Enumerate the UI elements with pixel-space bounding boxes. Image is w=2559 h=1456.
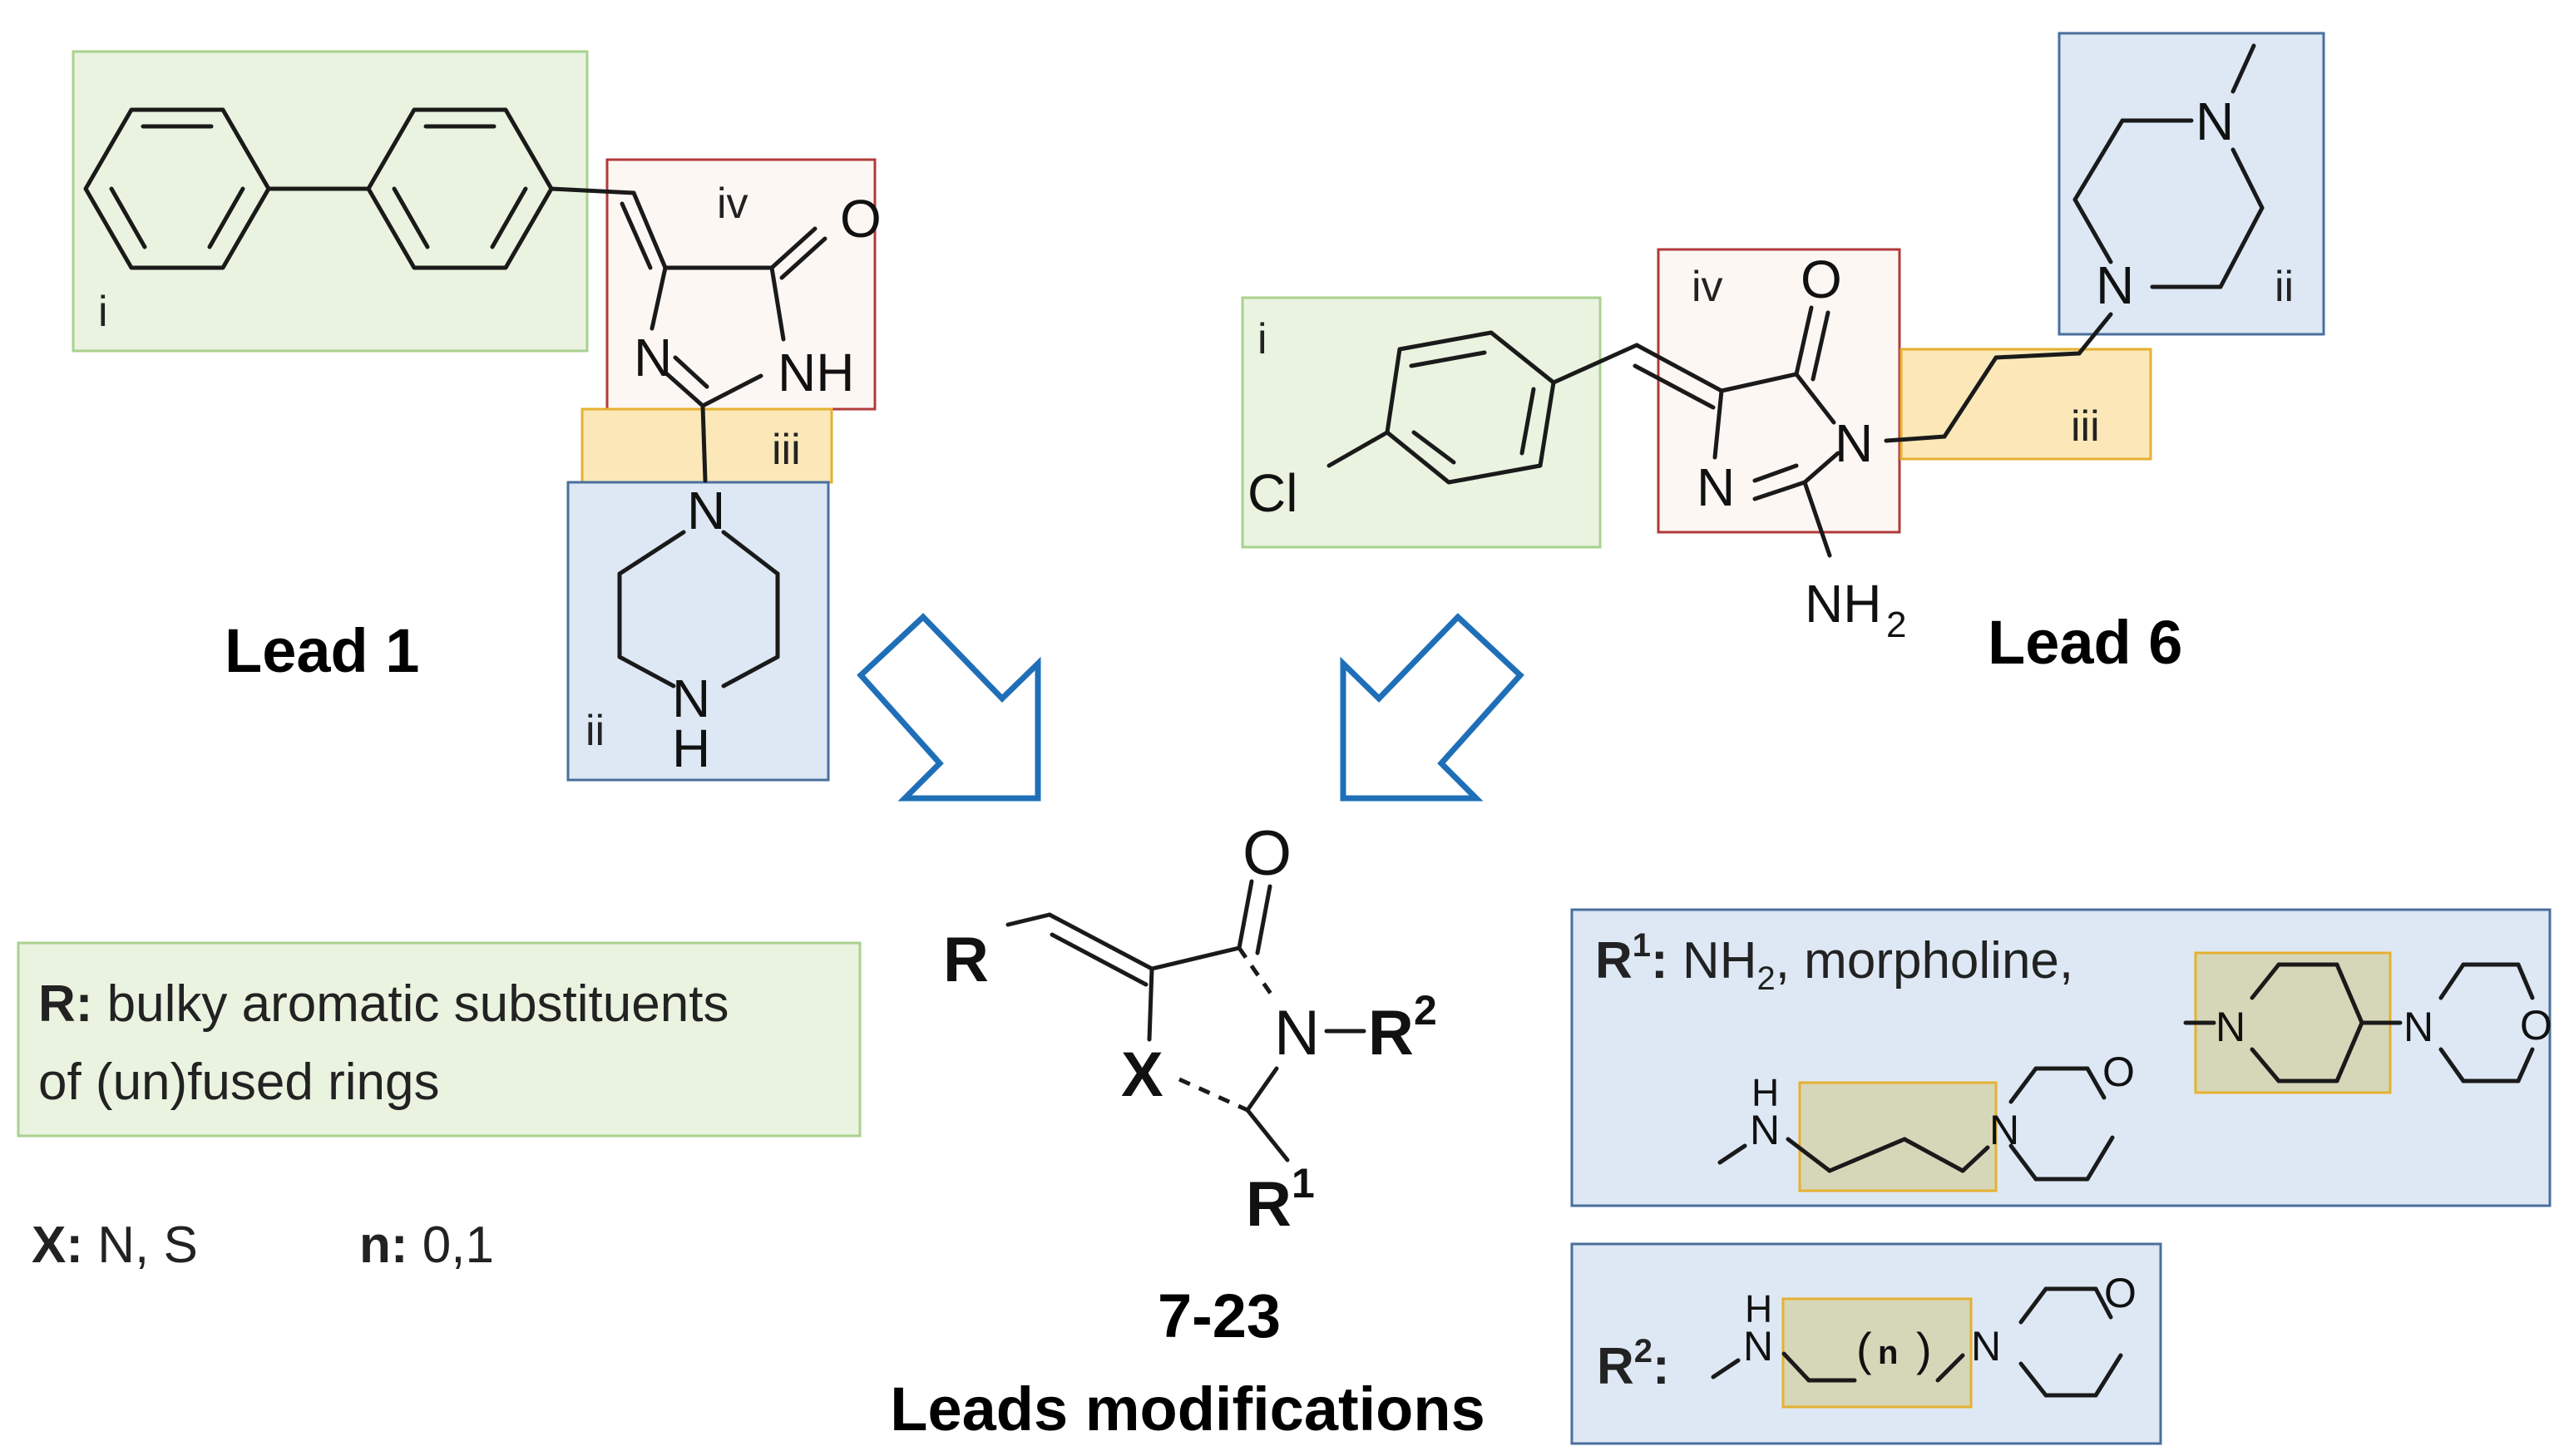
lead1-structure: O N NH N N H i iv iii ii Lead 1 <box>72 50 882 782</box>
lead1-label-iii: iii <box>772 426 801 474</box>
core-atom-r1: R <box>1246 1169 1292 1240</box>
lead1-atom-n-piperazine: N <box>687 481 725 540</box>
lead1-atom-n-ring: N <box>634 328 672 387</box>
r1-definition-rest: , morpholine, <box>1776 932 2073 990</box>
lead1-phenyl-ring-b <box>366 107 554 270</box>
r2-definition-box: R2: H N ( ) n N O <box>1570 1242 2162 1445</box>
core-atom-n: N <box>1274 998 1320 1069</box>
x-definition-key: X: <box>32 1217 83 1274</box>
lead1-region-i-box <box>72 50 589 353</box>
lead1-region-iv-box <box>605 158 877 411</box>
r1-atom-o-morpholine-2: O <box>2102 1049 2135 1095</box>
r2-atom-nh-n: N <box>1743 1323 1773 1370</box>
lead6-atom-n-piperazine-top: N <box>2196 91 2234 151</box>
x-definition-value: N, S <box>97 1217 198 1274</box>
r1-atom-nh-h: H <box>1751 1071 1779 1114</box>
lead1-label-i: i <box>98 288 108 336</box>
lead6-region-ii-box <box>2058 32 2325 336</box>
lead6-label-iii: iii <box>2071 402 2100 451</box>
lead1-atom-piperazine-nh-h: H <box>672 718 710 778</box>
lead6-title: Lead 6 <box>1988 608 2182 677</box>
core-atom-r2: R <box>1368 998 1414 1069</box>
r2-atom-paren-close: ) <box>1916 1323 1932 1375</box>
lead6-region-i-box <box>1241 296 1602 549</box>
lead1-atom-o: O <box>840 189 882 249</box>
lead1-label-iv: iv <box>717 180 748 228</box>
core-caption: Leads modifications <box>890 1375 1485 1444</box>
lead6-atom-o: O <box>1801 249 1842 309</box>
n-definition: n: 0,1 <box>359 1217 494 1274</box>
lead1-atom-nh: NH <box>778 343 854 402</box>
arrow-lead6-to-core-icon <box>1340 613 1524 802</box>
core-atom-o: O <box>1242 818 1292 889</box>
r2-atom-n-subscript: n <box>1878 1335 1898 1371</box>
lead6-label-ii: ii <box>2275 263 2294 311</box>
r1-definition-box: R1: NH2, morpholine, N N O H <box>1570 908 2552 1207</box>
r2-atom-o-morpholine: O <box>2104 1270 2137 1316</box>
lead1-title: Lead 1 <box>225 616 419 685</box>
lead6-atom-cl: Cl <box>1247 463 1297 523</box>
svg-text:X: N, S: X: N, S <box>32 1217 198 1274</box>
arrow-lead1-to-core-icon <box>857 613 1041 802</box>
n-definition-key: n: <box>359 1217 408 1274</box>
lead1-atom-piperazine-nh-n: N <box>672 669 710 728</box>
lead6-label-i: i <box>1257 315 1267 363</box>
r-definition-key: R: <box>38 975 92 1033</box>
r2-atom-paren-open: ( <box>1856 1323 1872 1375</box>
lead6-label-iv: iv <box>1692 263 1723 311</box>
svg-text:n: 0,1: n: 0,1 <box>359 1217 494 1274</box>
r2-atom-nh-h: H <box>1745 1287 1772 1330</box>
lead6-structure: Cl O N N NH 2 N N i iv iii ii Lead 6 <box>1241 32 2325 677</box>
lead6-atom-nh2: NH <box>1805 574 1881 634</box>
core-atom-r: R <box>943 925 989 995</box>
n-definition-value: 0,1 <box>422 1217 494 1274</box>
lead6-atom-n-piperazine-bottom: N <box>2096 255 2134 315</box>
r2-definition-key-colon: : <box>1652 1338 1670 1395</box>
r1-definition-key-sup: 1 <box>1633 927 1651 964</box>
core-atom-x: X <box>1121 1039 1163 1110</box>
core-atom-r2-superscript: 2 <box>1414 987 1437 1034</box>
r-definition-box: R: bulky aromatic substituents of (un)fu… <box>17 941 862 1138</box>
r1-definition-nh-sub: 2 <box>1756 960 1775 997</box>
lead6-atom-n-ring: N <box>1697 457 1735 517</box>
lead6-region-iii-box <box>1899 348 2152 461</box>
svg-text:R: bulky aromatic substituents: R: bulky aromatic substituents <box>38 975 729 1033</box>
core-atom-r1-superscript: 1 <box>1292 1160 1315 1207</box>
r1-atom-n-morpholine-1: N <box>2403 1004 2433 1050</box>
core-compound-range: 7-23 <box>1158 1281 1281 1350</box>
r2-definition-key-sup: 2 <box>1634 1333 1652 1370</box>
r2-atom-n-morpholine: N <box>1971 1323 2001 1370</box>
r1-atom-nh-n: N <box>1750 1107 1780 1153</box>
r1-definition-nh: NH <box>1682 932 1757 990</box>
lead6-region-iv-box <box>1657 248 1901 534</box>
lead1-phenyl-ring-a <box>83 107 271 270</box>
svg-text:R1: NH2, morpholine,: R1: NH2, morpholine, <box>1595 927 2073 997</box>
r-definition-line1: bulky aromatic substituents <box>107 975 729 1033</box>
r1-atom-n-morpholine-2: N <box>1989 1107 2019 1153</box>
r2-definition-key-r: R <box>1597 1338 1634 1395</box>
lead6-atom-n-imide: N <box>1835 413 1873 473</box>
x-definition: X: N, S <box>32 1217 198 1274</box>
lead1-region-ii-box <box>566 481 830 782</box>
lead6-atom-nh2-subscript: 2 <box>1886 605 1906 645</box>
svg-text:R2:: R2: <box>1597 1333 1670 1395</box>
r1-atom-o-morpholine-1: O <box>2520 1002 2552 1049</box>
r1-atom-n-piperidine: N <box>2216 1004 2245 1050</box>
lead1-label-ii: ii <box>585 707 605 755</box>
r-definition-line2: of (un)fused rings <box>38 1054 439 1111</box>
core-scaffold: R O N X R 2 R 1 7-23 Leads modifications <box>890 818 1485 1444</box>
r1-definition-key-r: R <box>1595 932 1633 990</box>
r1-definition-key-colon: : <box>1651 932 1668 990</box>
